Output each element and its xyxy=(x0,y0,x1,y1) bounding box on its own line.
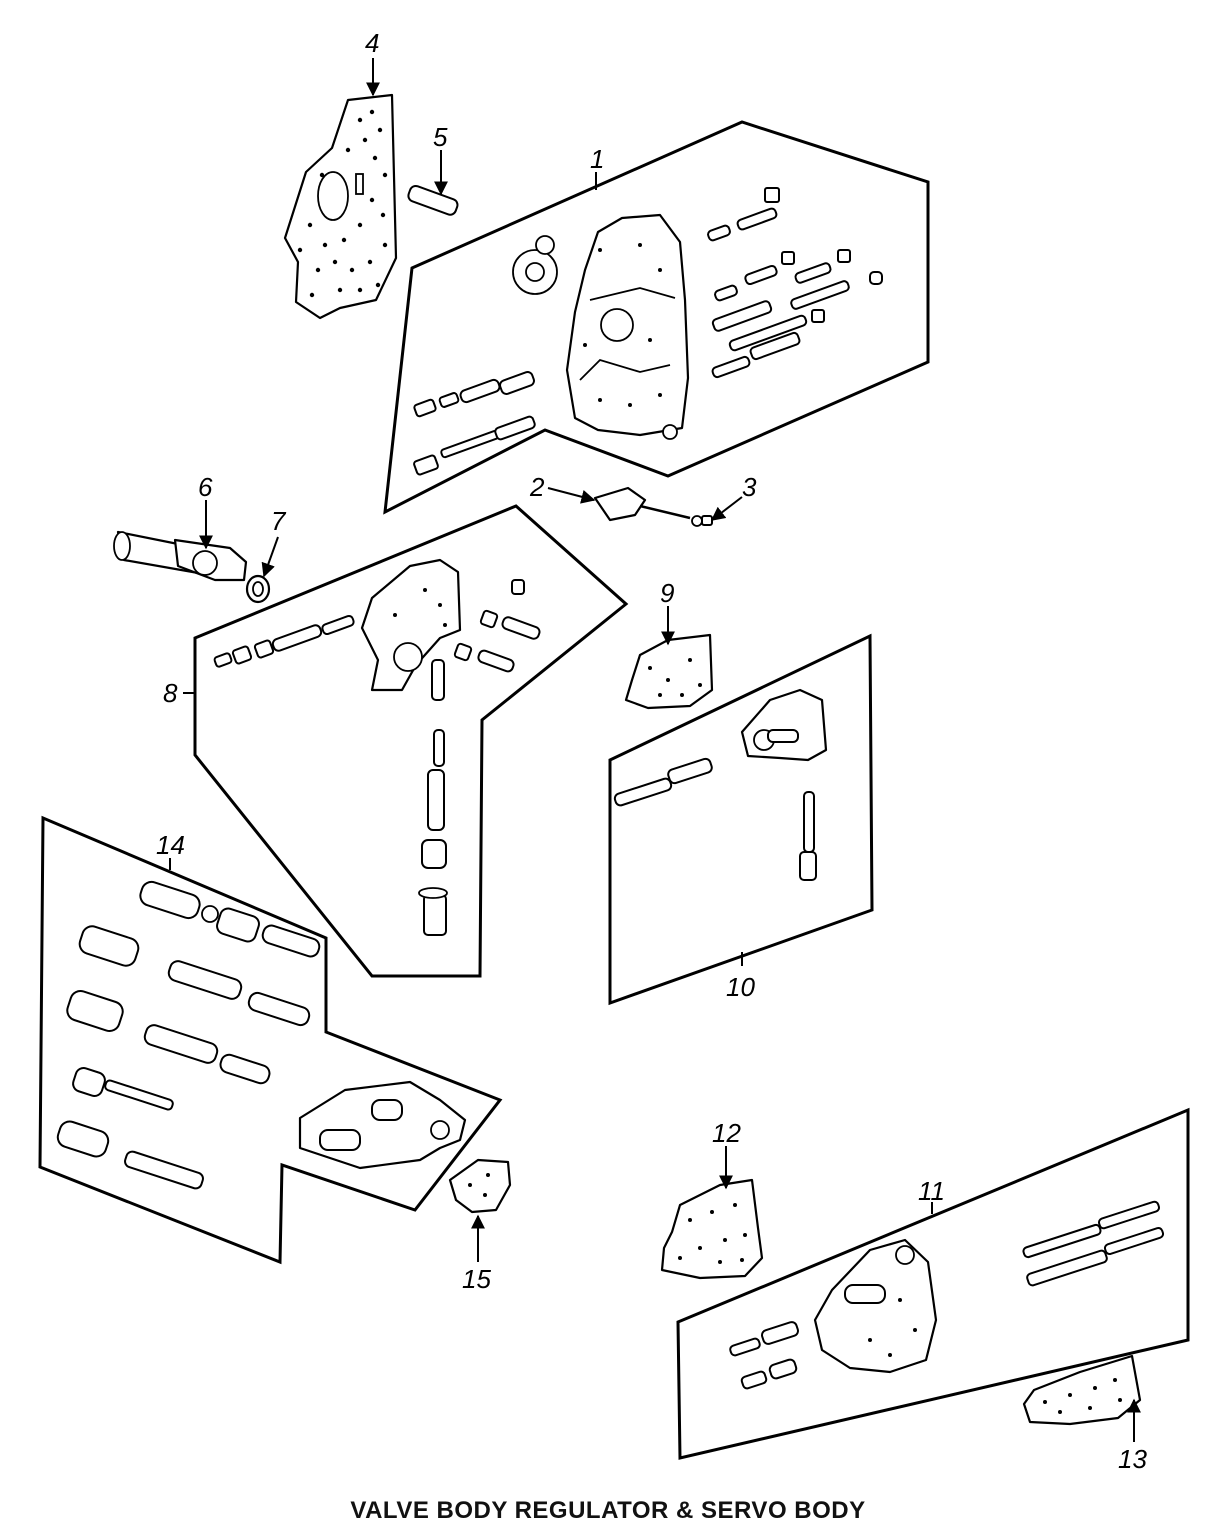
accumulator-housing-icon xyxy=(213,558,541,936)
callout-1: 1 xyxy=(590,144,604,174)
pin-icon xyxy=(407,184,459,216)
leader-2 xyxy=(547,487,596,504)
callout-4: 4 xyxy=(365,28,379,58)
callout-2: 2 xyxy=(529,472,545,502)
solenoid-icon xyxy=(113,530,248,582)
group-frame-14 xyxy=(38,815,503,1265)
group-frame-10 xyxy=(608,633,874,1006)
group-frame-8 xyxy=(193,504,629,978)
valve-body-assembly-icon xyxy=(413,187,883,476)
separator-plate-icon xyxy=(283,93,398,320)
callout-15: 15 xyxy=(462,1264,491,1294)
diagram-caption: VALVE BODY REGULATOR & SERVO BODY xyxy=(350,1497,866,1524)
leader-7 xyxy=(261,536,279,578)
callout-6: 6 xyxy=(198,472,213,502)
separator-plate-12-icon xyxy=(660,1178,764,1280)
leader-3 xyxy=(710,496,743,521)
valve-body-11-icon xyxy=(729,1200,1165,1390)
callout-11: 11 xyxy=(918,1176,945,1206)
plate-13-icon xyxy=(1022,1354,1142,1426)
servo-body-10-icon xyxy=(613,688,828,881)
callout-3: 3 xyxy=(742,472,757,502)
group-frame-11 xyxy=(676,1107,1190,1460)
callout-7: 7 xyxy=(271,506,287,536)
bracket-15-icon xyxy=(448,1158,512,1214)
callout-8: 8 xyxy=(163,678,178,708)
callout-12: 12 xyxy=(712,1118,741,1148)
gasket-plate-9-icon xyxy=(624,633,714,710)
callout-13: 13 xyxy=(1118,1444,1147,1474)
seal-ring-icon xyxy=(245,574,271,604)
callout-14: 14 xyxy=(156,830,185,860)
servo-parts-14-icon xyxy=(56,880,467,1190)
linkage-icon xyxy=(593,486,713,527)
callout-9: 9 xyxy=(660,578,674,608)
callout-5: 5 xyxy=(433,122,448,152)
callout-10: 10 xyxy=(726,972,755,1002)
group-frame-1 xyxy=(383,120,930,515)
